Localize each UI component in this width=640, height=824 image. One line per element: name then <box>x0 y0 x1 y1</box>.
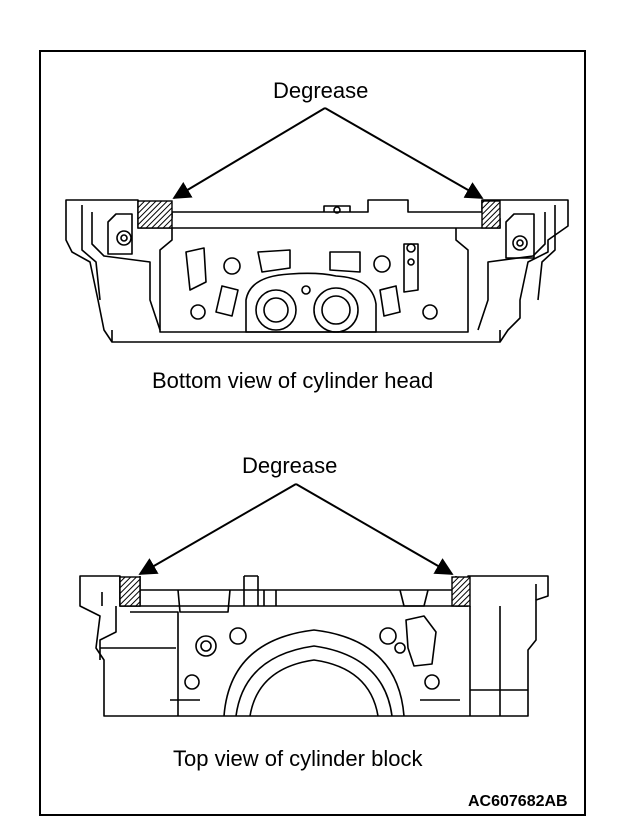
figure-code: AC607682AB <box>468 793 568 810</box>
caption-cylinder-head: Bottom view of cylinder head <box>152 368 434 393</box>
caption-cylinder-block: Top view of cylinder block <box>173 746 423 771</box>
degrease-area-head-right <box>481 200 501 229</box>
arrow-block-left <box>138 483 297 575</box>
cylinder-head-illustration <box>65 199 569 343</box>
degrease-callout-bottom: Degrease <box>242 453 338 478</box>
arrow-head-left <box>172 107 326 199</box>
cylinder-block-illustration <box>79 575 549 717</box>
degrease-area-block-left <box>119 576 141 607</box>
degrease-area-block-right <box>451 576 471 607</box>
arrow-block-right <box>295 483 454 575</box>
arrow-head-right <box>324 107 484 199</box>
degrease-callout-top: Degrease <box>273 78 369 103</box>
degrease-area-head-left <box>137 200 173 229</box>
